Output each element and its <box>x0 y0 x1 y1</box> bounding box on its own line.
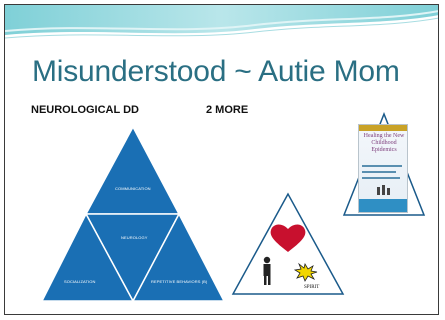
slide-title: Misunderstood ~ Autie Mom <box>32 55 400 88</box>
label-repetitive-behaviors: REPETITIVE BEHAVIORS (B) <box>151 279 208 284</box>
slide-frame <box>4 4 439 315</box>
book-cover: Healing the New Childhood Epidemics <box>358 124 408 213</box>
book-line <box>362 165 402 167</box>
label-socialization: SOCIALIZATION <box>64 279 96 284</box>
triangle-right <box>131 212 225 302</box>
book-footer <box>359 199 407 212</box>
triforce-diagram <box>40 125 225 303</box>
spirit-triangle <box>231 192 345 295</box>
starburst-icon <box>293 262 318 282</box>
book-line <box>362 177 400 179</box>
book-figures <box>377 185 391 195</box>
book-line <box>362 171 396 173</box>
subtitle-left: NEUROLOGICAL DD <box>31 104 139 116</box>
book-banner <box>359 125 407 131</box>
person-icon <box>263 256 271 285</box>
triangle-left <box>40 212 135 302</box>
heart-icon <box>270 224 306 252</box>
header-swoosh <box>5 5 439 45</box>
label-neurology: NEUROLOGY <box>121 235 148 240</box>
label-spirit: SPIRIT <box>304 285 320 290</box>
book-title: Healing the New Childhood Epidemics <box>363 133 405 153</box>
subtitle-right: 2 MORE <box>206 104 249 116</box>
triangle-top <box>84 125 181 215</box>
label-communication: COMMUNICATION <box>115 186 151 191</box>
